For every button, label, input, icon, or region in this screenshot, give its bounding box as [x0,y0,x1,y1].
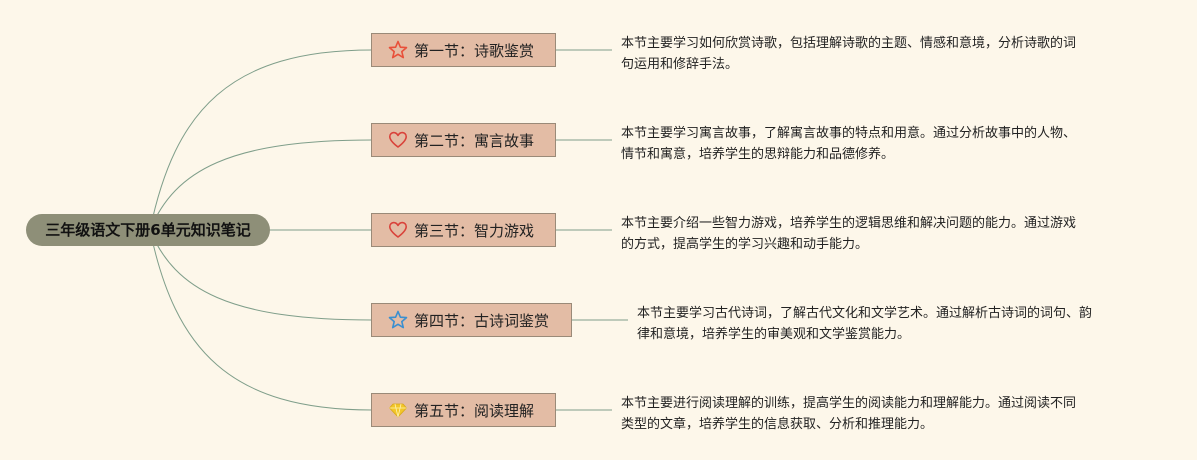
description-line: 类型的文章，培养学生的信息获取、分析和推理能力。 [621,417,934,432]
description-section-5: 本节主要进行阅读理解的训练，提高学生的阅读能力和理解能力。通过阅读不同 类型的文… [621,393,1121,435]
branch-line-4 [149,229,373,321]
topic-label: 第一节：诗歌鉴赏 [414,41,535,60]
diamond-icon [388,400,408,420]
topic-section-3[interactable]: 第三节：智力游戏 [371,213,556,247]
branch-line-5 [149,229,373,411]
description-line: 句运用和修辞手法。 [621,57,739,72]
description-line: 本节主要学习如何欣赏诗歌，包括理解诗歌的主题、情感和意境，分析诗歌的词 [621,36,1077,51]
topic-section-2[interactable]: 第二节：寓言故事 [371,123,556,157]
topic-label: 第五节：阅读理解 [414,401,535,420]
description-line: 的方式，提高学生的学习兴趣和动手能力。 [621,237,869,252]
branch-line-2 [149,139,373,231]
heart-outline-icon [388,220,408,240]
description-line: 本节主要介绍一些智力游戏，培养学生的逻辑思维和解决问题的能力。通过游戏 [621,216,1077,231]
branch-line-1 [149,49,373,231]
root-topic[interactable]: 三年级语文下册6单元知识笔记 [26,214,270,246]
topic-section-4[interactable]: 第四节：古诗词鉴赏 [371,303,572,337]
description-line: 本节主要进行阅读理解的训练，提高学生的阅读能力和理解能力。通过阅读不同 [621,396,1077,411]
description-section-3: 本节主要介绍一些智力游戏，培养学生的逻辑思维和解决问题的能力。通过游戏 的方式，… [621,213,1121,255]
description-section-1: 本节主要学习如何欣赏诗歌，包括理解诗歌的主题、情感和意境，分析诗歌的词 句运用和… [621,33,1121,75]
description-line: 本节主要学习寓言故事，了解寓言故事的特点和用意。通过分析故事中的人物、 [621,126,1077,141]
heart-outline-icon [388,130,408,150]
topic-label: 第二节：寓言故事 [414,131,535,150]
description-line: 律和意境，培养学生的审美观和文学鉴赏能力。 [637,327,911,342]
star-outline-icon [388,40,408,60]
description-section-4: 本节主要学习古代诗词，了解古代文化和文学艺术。通过解析古诗词的词句、韵 律和意境… [637,303,1137,345]
star-outline-icon [388,310,408,330]
topic-section-5[interactable]: 第五节：阅读理解 [371,393,556,427]
topic-label: 第三节：智力游戏 [414,221,535,240]
description-section-2: 本节主要学习寓言故事，了解寓言故事的特点和用意。通过分析故事中的人物、 情节和寓… [621,123,1121,165]
topic-label: 第四节：古诗词鉴赏 [414,311,550,330]
description-line: 本节主要学习古代诗词，了解古代文化和文学艺术。通过解析古诗词的词句、韵 [637,306,1093,321]
description-line: 情节和寓意，培养学生的思辩能力和品德修养。 [621,147,895,162]
topic-section-1[interactable]: 第一节：诗歌鉴赏 [371,33,556,67]
